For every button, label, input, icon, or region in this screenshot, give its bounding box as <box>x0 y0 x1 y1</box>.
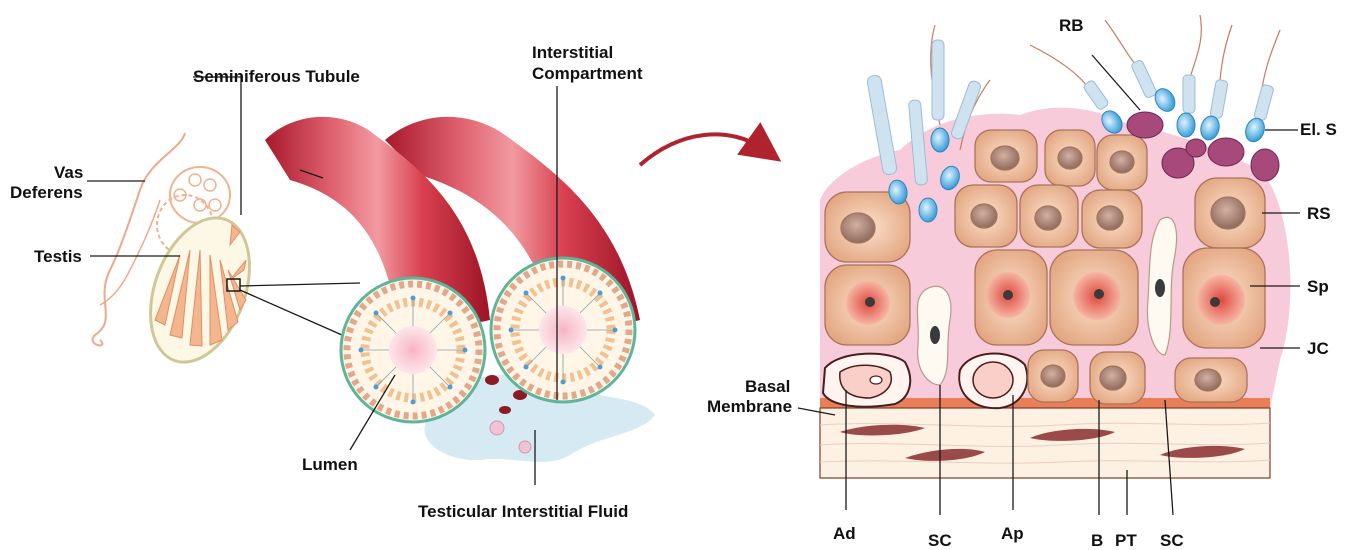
label-interstitial-line1: Interstitial <box>532 43 613 62</box>
tubule-cross-section-left <box>341 278 485 422</box>
label-rb: RB <box>1059 16 1084 35</box>
label-sp: Sp <box>1307 277 1329 296</box>
label-testis: Testis <box>34 247 82 266</box>
apale-spermatogonium <box>959 354 1027 409</box>
label-ap: Ap <box>1001 524 1024 543</box>
label-vas-deferens-line2: Deferens <box>10 183 83 202</box>
label-interstitial-line2: Compartment <box>532 64 643 83</box>
label-basal-line1: Basal <box>745 377 790 396</box>
label-b: B <box>1091 531 1103 550</box>
label-lumen: Lumen <box>302 455 358 474</box>
label-sc-right: SC <box>1160 531 1184 550</box>
label-basal-line2: Membrane <box>707 397 792 416</box>
label-rs: RS <box>1307 204 1331 223</box>
label-pt: PT <box>1115 531 1137 550</box>
zoom-arrow <box>640 134 765 165</box>
label-vas-deferens-line1: Vas <box>54 163 83 182</box>
label-interstitial-fluid: Testicular Interstitial Fluid <box>418 502 628 521</box>
testis-body <box>132 204 268 376</box>
label-seminiferous-tubule: Seminiferous Tubule <box>193 67 360 86</box>
label-sc-left: SC <box>928 531 952 550</box>
sertoli-cell-left <box>917 286 951 385</box>
peritubular-layer <box>820 398 1270 478</box>
label-ad: Ad <box>833 524 856 543</box>
label-jc: JC <box>1307 339 1329 358</box>
label-el-s: El. S <box>1300 120 1337 139</box>
tubule-cross-section-right <box>491 258 635 402</box>
adark-spermatogonium <box>823 354 910 407</box>
